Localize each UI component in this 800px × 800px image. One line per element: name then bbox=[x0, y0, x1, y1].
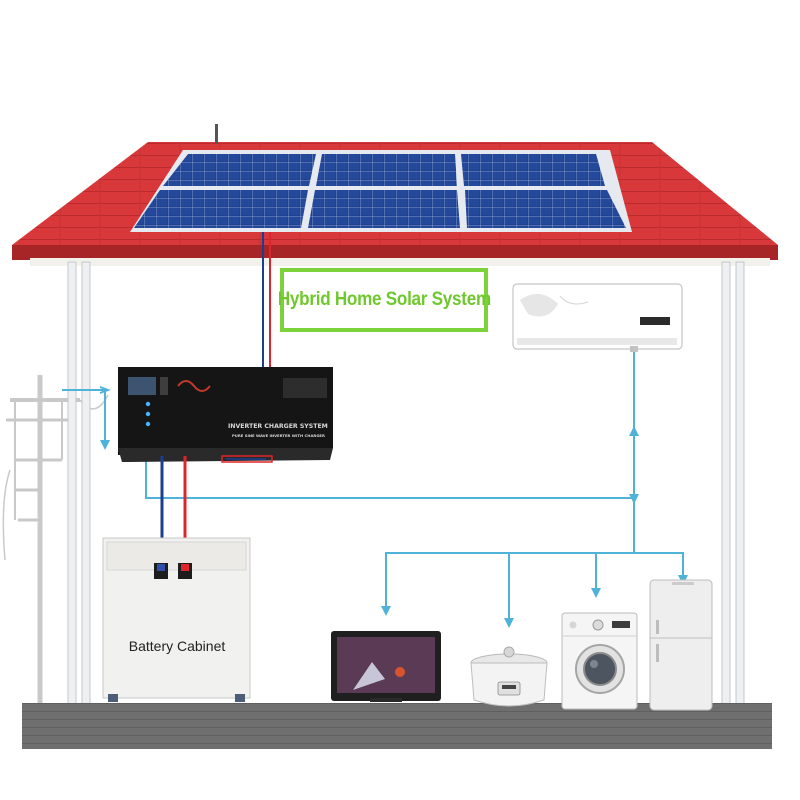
power-flow-lines bbox=[62, 350, 688, 628]
diagram-title-box: Hybrid Home Solar System bbox=[277, 268, 491, 332]
air-conditioner bbox=[512, 283, 683, 352]
television bbox=[331, 631, 441, 702]
inverter-sublabel: PURE SINE WAVE INVERTER WITH CHARGER bbox=[232, 433, 325, 438]
solar-panel-array bbox=[130, 150, 632, 232]
battery-cabinet bbox=[102, 537, 251, 702]
diagram-title: Hybrid Home Solar System bbox=[277, 289, 491, 310]
washing-machine bbox=[561, 612, 638, 710]
inverter-charger: INVERTER CHARGER SYSTEM PURE SINE WAVE I… bbox=[118, 367, 333, 463]
utility-pole bbox=[2, 375, 109, 705]
inverter-label: INVERTER CHARGER SYSTEM bbox=[228, 423, 328, 430]
pv-wires bbox=[262, 232, 271, 368]
rice-cooker bbox=[470, 646, 548, 707]
refrigerator bbox=[649, 579, 713, 711]
ground-base bbox=[22, 703, 772, 749]
battery-cabinet-label: Battery Cabinet bbox=[128, 638, 226, 654]
